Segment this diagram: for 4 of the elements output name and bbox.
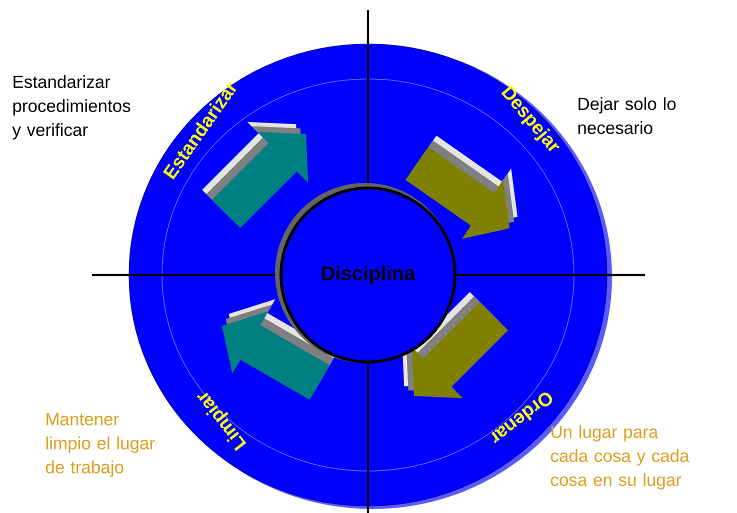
description-text: Un lugar para cada cosa y cada cosa en su lugar [550,425,690,490]
description-text: Estandarizar procedimientos y verificar [12,75,130,140]
description-text: Dejar solo lo necesario [578,97,676,134]
description-text: Mantener limpio el lugar de trabajo [46,413,155,477]
